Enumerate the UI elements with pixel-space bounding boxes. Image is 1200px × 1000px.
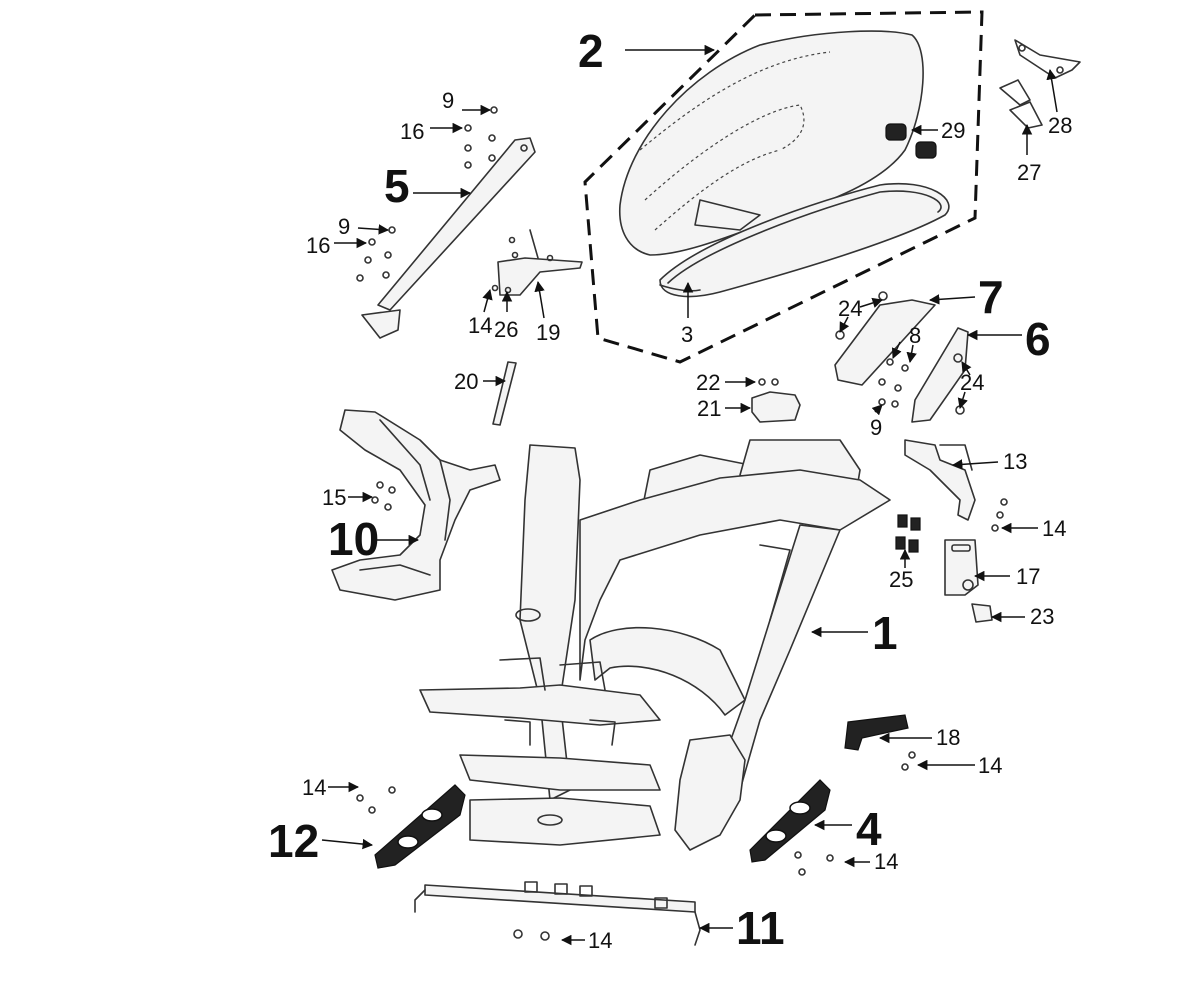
callout-18: 18	[936, 725, 960, 750]
clips	[895, 514, 921, 568]
callout-4: 4	[856, 803, 882, 855]
side-stand	[334, 104, 536, 339]
callout-22: 22	[696, 370, 720, 395]
seat-assembly	[583, 10, 984, 364]
front-bracket	[331, 409, 501, 601]
callout-14: 14	[978, 753, 1002, 778]
callout-2: 2	[578, 25, 604, 77]
rod	[483, 361, 517, 426]
callout-11: 11	[736, 902, 785, 954]
callout-27: 27	[1017, 160, 1041, 185]
bracket-18	[844, 714, 975, 771]
lower-bar	[414, 881, 733, 946]
callout-20: 20	[454, 369, 478, 394]
helmet-hook-bracket	[999, 39, 1081, 155]
callout-16: 16	[400, 119, 424, 144]
callout-19: 19	[536, 320, 560, 345]
callout-16: 16	[306, 233, 330, 258]
callout-8: 8	[909, 323, 921, 348]
callout-26: 26	[494, 317, 518, 342]
callout-24: 24	[960, 370, 984, 395]
callout-29: 29	[941, 118, 965, 143]
callout-14: 14	[302, 775, 326, 800]
callout-7: 7	[978, 271, 1004, 323]
callout-6: 6	[1025, 313, 1051, 365]
callout-14: 14	[874, 849, 898, 874]
callout-28: 28	[1048, 113, 1072, 138]
callout-14: 14	[588, 928, 612, 953]
callout-3: 3	[681, 322, 693, 347]
callout-25: 25	[889, 567, 913, 592]
callout-12: 12	[268, 815, 319, 867]
callout-14: 14	[468, 313, 492, 338]
callout-15: 15	[322, 485, 346, 510]
callout-9: 9	[338, 214, 350, 239]
callout-23: 23	[1030, 604, 1054, 629]
callout-9: 9	[870, 415, 882, 440]
plate	[944, 539, 1025, 623]
callout-21: 21	[697, 396, 721, 421]
seat-bumpers	[885, 123, 938, 159]
footrest-bracket-left	[321, 781, 466, 869]
callout-9: 9	[442, 88, 454, 113]
seat-latch	[725, 376, 801, 423]
side-covers	[834, 291, 1022, 423]
rear-bracket	[904, 439, 1038, 534]
main-frame	[419, 439, 891, 851]
footrest-bracket-right	[749, 779, 870, 876]
callout-10: 10	[328, 513, 379, 565]
callout-14: 14	[1042, 516, 1066, 541]
stand-bracket	[482, 229, 583, 319]
callout-24: 24	[838, 296, 862, 321]
callout-labels: 2 28 27 29 3 9 16 5 9 16 14 26 19 7 24 8…	[268, 25, 1072, 954]
callout-5: 5	[384, 160, 410, 212]
callout-1: 1	[872, 607, 898, 659]
callout-13: 13	[1003, 449, 1027, 474]
callout-17: 17	[1016, 564, 1040, 589]
